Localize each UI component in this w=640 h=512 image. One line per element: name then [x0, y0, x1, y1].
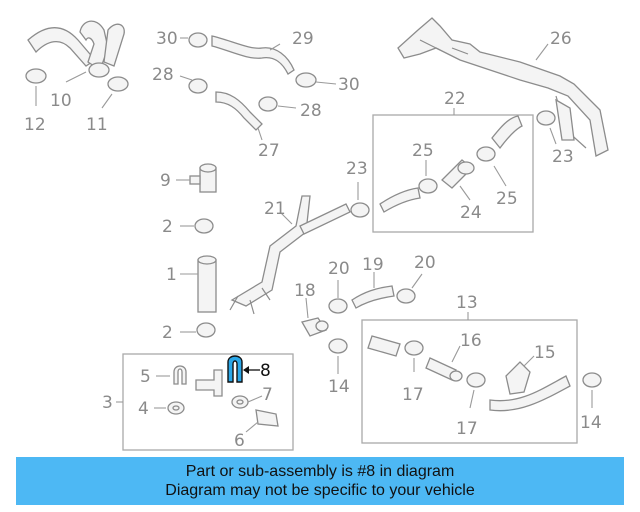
part-hose-lower	[379, 187, 421, 213]
callout-8: 8	[260, 361, 271, 381]
group-box-22	[372, 114, 534, 233]
part-hose-19	[351, 285, 395, 309]
callout-4: 4	[138, 399, 149, 419]
info-banner: Part or sub-assembly is #8 in diagram Di…	[16, 457, 624, 505]
part-clamp-20b	[396, 288, 416, 304]
part-clamp-2b	[196, 322, 216, 338]
part-fitting-24	[441, 159, 475, 189]
callout-1: 1	[166, 265, 177, 285]
callout-17a: 17	[402, 385, 424, 405]
part-clamp-17a	[404, 340, 424, 356]
callout-16: 16	[460, 331, 482, 351]
callout-20a: 20	[328, 259, 350, 279]
callout-5: 5	[140, 367, 151, 387]
callout-18: 18	[294, 281, 316, 301]
callout-6: 6	[234, 431, 245, 451]
part-fitting-16	[425, 357, 463, 382]
part-hose-27	[215, 91, 263, 131]
part-clamp-23b	[536, 110, 556, 126]
part-clamp-14a	[328, 338, 348, 354]
part-hose-13b	[489, 375, 571, 412]
part-clamp-11	[107, 76, 129, 92]
callout-27: 27	[258, 141, 280, 161]
part-hose-13a	[367, 335, 401, 357]
part-clip-8-highlighted[interactable]	[227, 355, 243, 383]
callout-14a: 14	[328, 377, 350, 397]
part-hose-5	[173, 365, 187, 385]
callout-20b: 20	[414, 253, 436, 273]
parts-diagram: 12 10 11 30 29 28 30 28 27 26 22 25 24 2…	[24, 17, 609, 451]
callout-29: 29	[292, 29, 314, 49]
part-fitting-6	[255, 409, 279, 427]
callout-13: 13	[456, 293, 478, 313]
callout-30a: 30	[156, 29, 178, 49]
callout-7: 7	[262, 385, 273, 405]
part-fitting-9	[189, 163, 217, 193]
part-clamp-12	[25, 68, 47, 84]
callout-3: 3	[102, 393, 113, 413]
callout-17b: 17	[456, 419, 478, 439]
part-fitting-18	[301, 317, 329, 337]
part-clamp-25	[476, 146, 496, 162]
callout-2a: 2	[162, 217, 173, 237]
group-box-13	[361, 319, 578, 444]
callout-25a: 25	[412, 141, 434, 161]
callout-12: 12	[24, 115, 46, 135]
part-pipe-21	[229, 195, 351, 315]
callout-15: 15	[534, 343, 556, 363]
banner-line-1: Part or sub-assembly is #8 in diagram	[185, 463, 455, 480]
callout-24: 24	[460, 203, 482, 223]
part-pipe-26	[397, 17, 609, 157]
callout-2b: 2	[162, 323, 173, 343]
callout-26: 26	[550, 29, 572, 49]
arrowhead-8	[243, 366, 249, 374]
part-clamp-30a	[188, 32, 208, 48]
callout-10: 10	[50, 91, 72, 111]
callout-11: 11	[86, 115, 108, 135]
part-clamp-25b	[418, 178, 438, 194]
callout-25b: 25	[496, 189, 518, 209]
callout-9: 9	[160, 171, 171, 191]
part-washer-4	[167, 401, 185, 415]
part-fitting-tee	[195, 369, 223, 397]
callout-23b: 23	[552, 147, 574, 167]
callout-19: 19	[362, 255, 384, 275]
callout-23a: 23	[346, 159, 368, 179]
part-pipe-1	[197, 255, 217, 313]
callout-14b: 14	[580, 413, 602, 433]
part-clamp-30b	[295, 72, 317, 88]
callout-22: 22	[444, 89, 466, 109]
part-clamp-2a	[194, 218, 214, 234]
part-clamp-20a	[328, 298, 348, 314]
callout-30b: 30	[338, 75, 360, 95]
part-clamp-14b	[582, 372, 602, 388]
part-bracket-15	[505, 361, 531, 395]
part-clamp-23a	[350, 202, 370, 218]
part-clamp-28b	[258, 96, 278, 112]
callout-28a: 28	[152, 65, 174, 85]
callout-21: 21	[264, 199, 286, 219]
banner-line-2: Diagram may not be specific to your vehi…	[165, 482, 475, 499]
callout-28b: 28	[300, 101, 322, 121]
part-hose-10	[27, 20, 125, 78]
part-clamp-28a	[188, 78, 208, 94]
part-washer-7	[231, 395, 249, 409]
part-clamp-17b	[466, 372, 486, 388]
part-hose-25-upper	[491, 115, 523, 150]
